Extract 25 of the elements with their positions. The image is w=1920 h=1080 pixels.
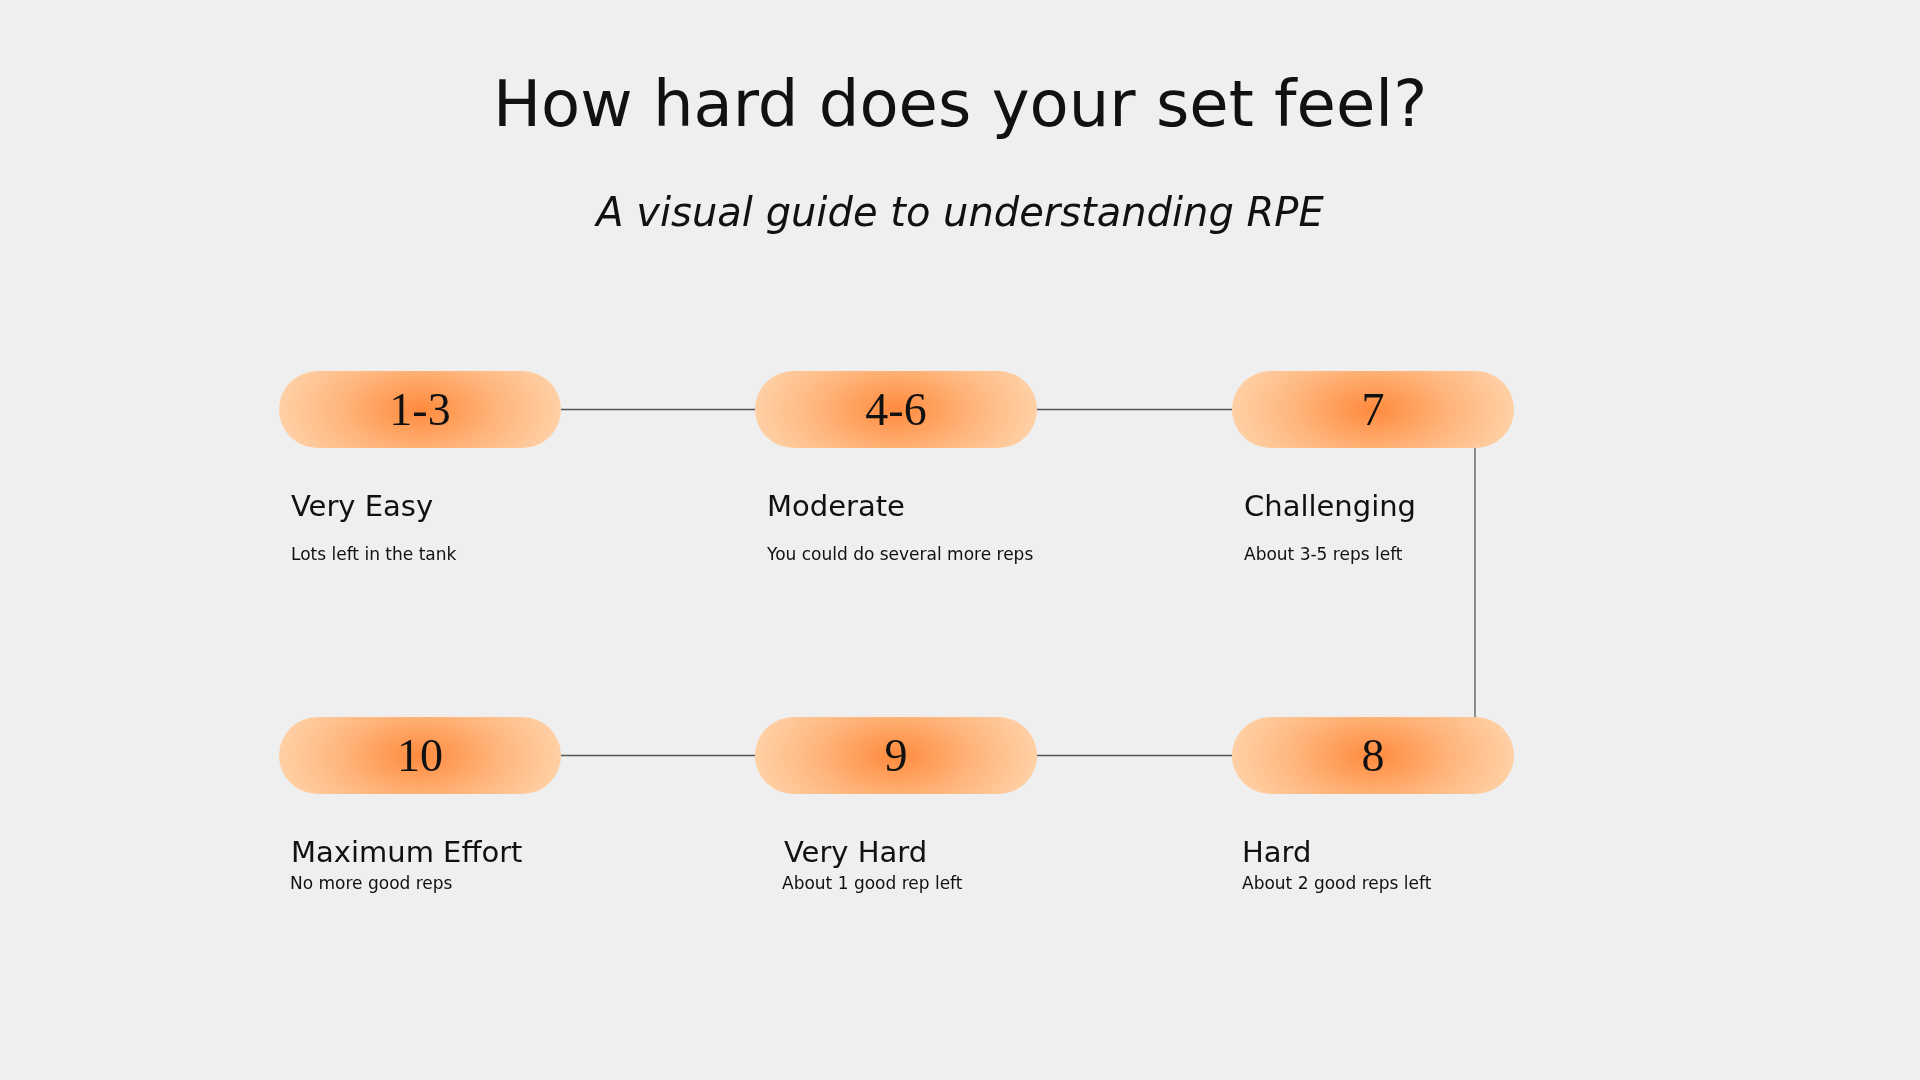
connector-line [1036,408,1233,411]
level-description: About 1 good rep left [782,873,963,894]
rating-number: 10 [397,732,443,779]
level-heading: Challenging [1244,489,1416,524]
level-description: You could do several more reps [767,544,1034,565]
rating-number: 4-6 [865,386,927,433]
connector-line [1036,754,1233,757]
connector-line [560,754,756,757]
level-description: About 2 good reps left [1242,873,1432,894]
title: How hard does your set feel? [492,66,1428,143]
level-heading: Very Hard [784,835,928,870]
level-description: About 3-5 reps left [1244,544,1403,565]
connector-line [1474,447,1476,718]
level-description: Lots left in the tank [291,544,457,565]
level-heading: Hard [1242,835,1312,870]
connector-line [560,408,756,411]
rating-number: 9 [884,732,908,779]
rating-number: 7 [1361,386,1385,433]
level-heading: Very Easy [291,489,434,524]
level-description: No more good reps [290,873,453,894]
subtitle: A visual guide to understanding RPE [596,188,1324,236]
level-heading: Maximum Effort [291,835,523,870]
rating-number: 1-3 [389,386,451,433]
rating-number: 8 [1361,732,1385,779]
level-heading: Moderate [767,489,905,524]
